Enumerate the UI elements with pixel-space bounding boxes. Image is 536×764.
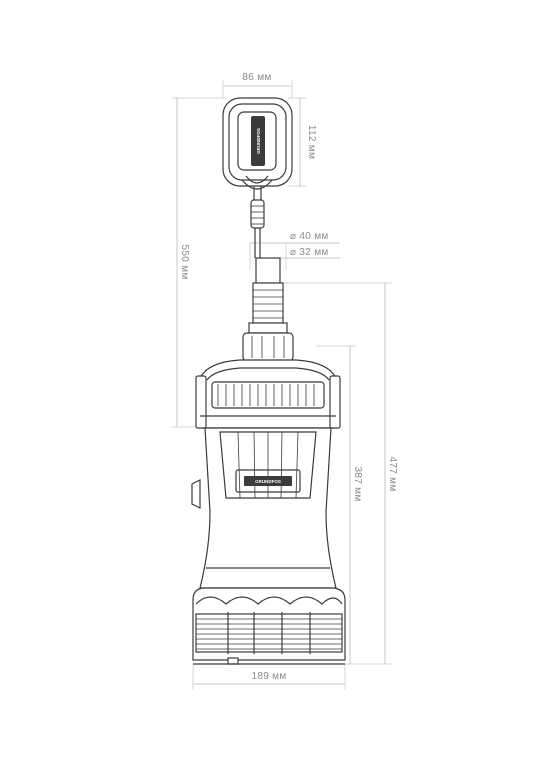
float-height-dimension: 112 мм [288, 97, 317, 187]
outlet-inner-diameter-label: ⌀ 32 мм [290, 247, 329, 258]
base-width-label: 189 мм [251, 671, 286, 682]
float-width-dimension: 86 мм [222, 72, 293, 98]
cable [250, 186, 265, 258]
outlet-outer-diameter-dimension: ⌀ 40 мм [249, 231, 340, 270]
body-height-label: 387 мм [352, 466, 363, 501]
pump-head [195, 359, 341, 429]
cable-length-label: 550 мм [179, 244, 190, 279]
outlet-pipe [242, 257, 294, 362]
body-height-dimension: 387 мм [316, 345, 363, 664]
body-brand-label: GRUNDFOS [255, 479, 281, 484]
float-width-label: 86 мм [242, 72, 271, 83]
outlet-outer-diameter-label: ⌀ 40 мм [290, 231, 329, 242]
base-width-dimension: 189 мм [192, 664, 346, 690]
total-height-label: 477 мм [387, 456, 398, 491]
strainer-base [192, 587, 346, 665]
float-height-label: 112 мм [306, 125, 317, 159]
pump-body: GRUNDFOS [191, 427, 337, 589]
float-switch: GRUNDFOS [222, 97, 293, 190]
float-brand-label: GRUNDFOS [256, 128, 261, 154]
